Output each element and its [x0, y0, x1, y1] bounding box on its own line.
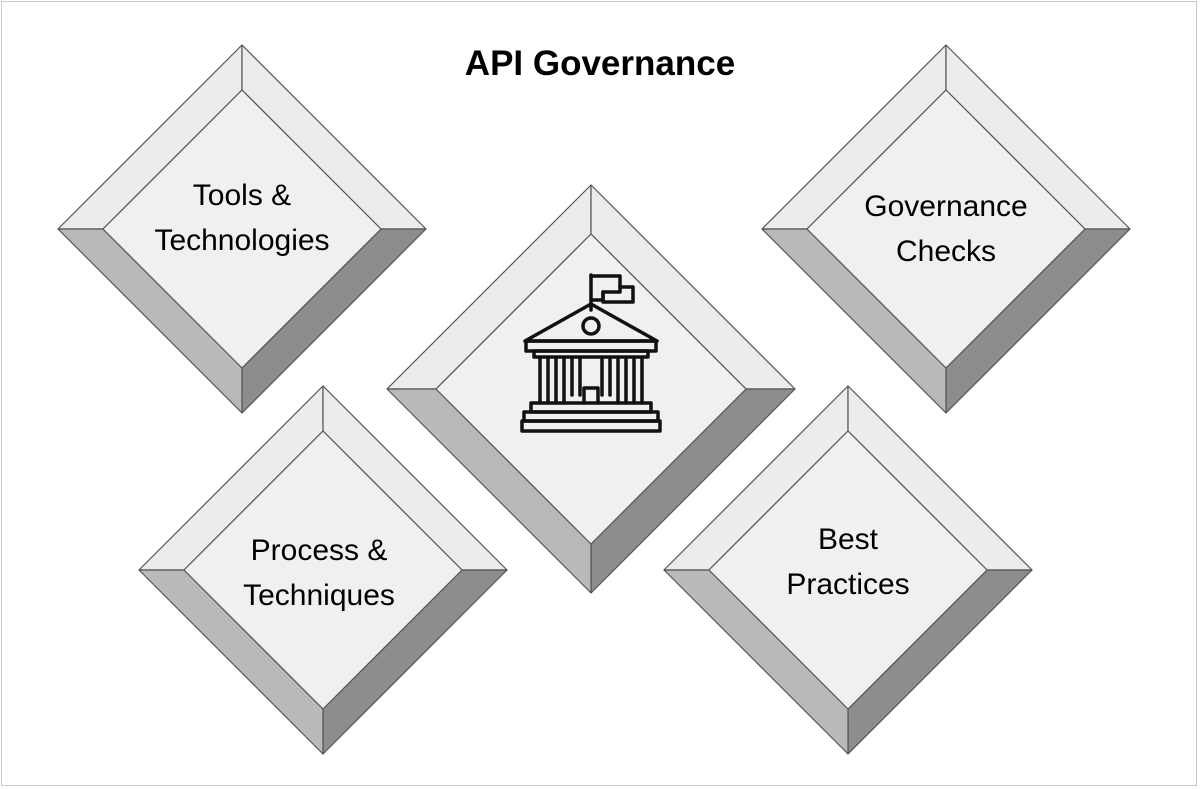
tile-label-process-techniques: Process & Techniques — [199, 528, 439, 618]
tile-label-tools-technologies: Tools & Technologies — [122, 173, 362, 263]
tiles-layer — [57, 44, 1131, 755]
tile-label-line: Best — [817, 523, 879, 556]
tile-face — [102, 89, 382, 369]
government-building-icon — [520, 273, 662, 433]
tile-label-line: Tools & — [192, 179, 292, 212]
tile-center — [386, 184, 796, 594]
tile-label-best-practices: Best Practices — [728, 517, 968, 607]
tile-tools-technologies — [57, 44, 427, 414]
tile-label-line: Checks — [895, 235, 997, 268]
tile-best-practices — [663, 385, 1033, 755]
diagram-title: API Governance — [464, 44, 736, 83]
tile-label-line: Techniques — [243, 579, 395, 612]
tile-label-line: Technologies — [154, 224, 330, 257]
tile-governance-checks — [761, 44, 1131, 414]
tile-face — [708, 430, 988, 710]
tile-face — [183, 430, 463, 710]
tile-label-line: Governance — [864, 190, 1028, 223]
tile-label-line: Practices — [786, 568, 910, 601]
tile-process-techniques — [138, 385, 508, 755]
tile-face — [806, 89, 1086, 369]
tile-label-governance-checks: Governance Checks — [826, 184, 1066, 274]
tile-label-line: Process & — [250, 534, 388, 567]
